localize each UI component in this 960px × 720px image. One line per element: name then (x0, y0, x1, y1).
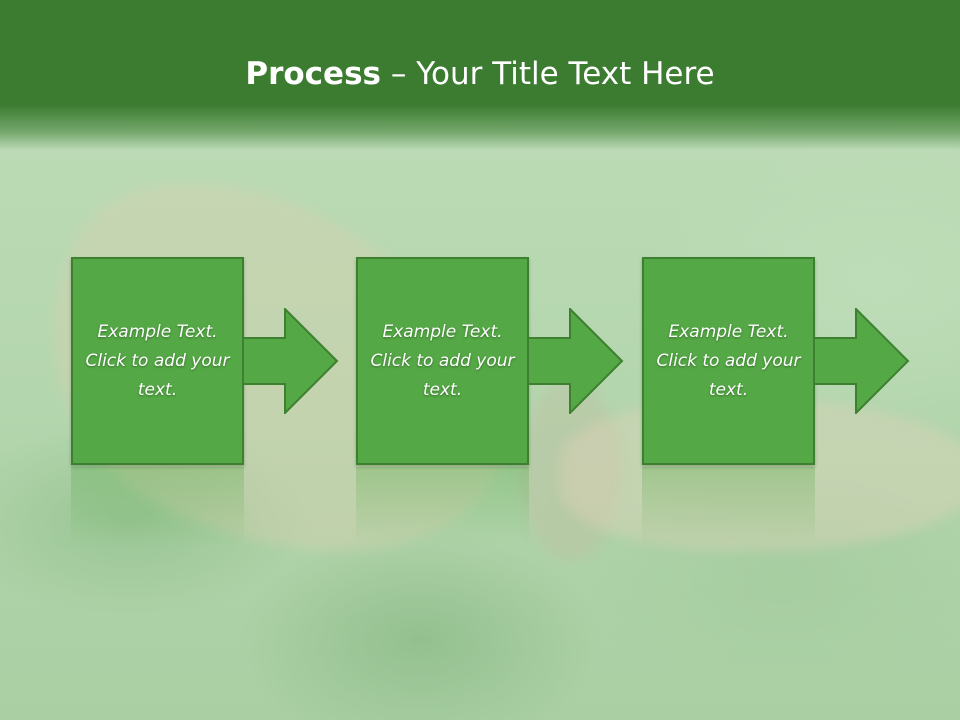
slide-title[interactable]: Process – Your Title Text Here (0, 54, 960, 94)
process-step-1[interactable]: Example Text. Click to add your text. (71, 257, 244, 465)
step-1-reflection (71, 467, 244, 547)
process-step-1-text[interactable]: Example Text. Click to add your text. (85, 321, 230, 400)
title-bar (0, 0, 960, 150)
process-step-2-text[interactable]: Example Text. Click to add your text. (370, 321, 515, 400)
right-arrow-icon (243, 308, 339, 414)
process-step-3-text[interactable]: Example Text. Click to add your text. (656, 321, 801, 400)
step-3-reflection (642, 467, 815, 547)
slide-title-bold: Process (245, 56, 381, 92)
right-arrow-icon (814, 308, 910, 414)
process-step-3[interactable]: Example Text. Click to add your text. (642, 257, 815, 465)
process-step-2[interactable]: Example Text. Click to add your text. (356, 257, 529, 465)
right-arrow-icon (528, 308, 624, 414)
slide-title-rest: – Your Title Text Here (381, 56, 715, 92)
step-2-reflection (356, 467, 529, 547)
